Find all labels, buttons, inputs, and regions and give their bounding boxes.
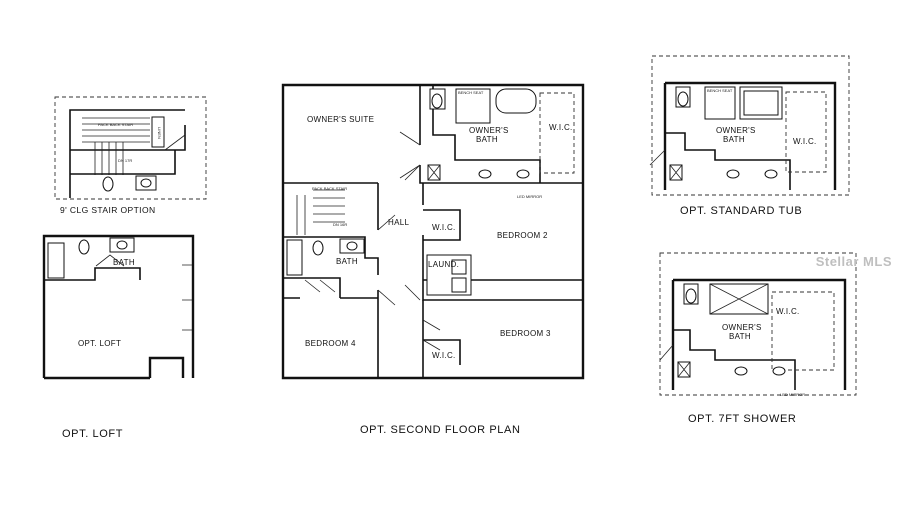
main-stair-note: PACK BACK STAIR xyxy=(312,186,347,191)
opt-loft-room-label: OPT. LOFT xyxy=(78,339,121,348)
seven-ft-shower-plan: OWNER'S BATH W.I.C. LED MIRROR OPT. 7FT … xyxy=(659,252,857,425)
bedroom-4-label: BEDROOM 4 xyxy=(305,339,356,348)
opt-loft-caption: OPT. LOFT xyxy=(62,428,123,440)
bath-label: BATH xyxy=(336,257,358,266)
bed3-wic-label: W.I.C. xyxy=(432,351,456,360)
sink-icon xyxy=(726,169,740,179)
main-stair-dn: DN 16R xyxy=(333,222,347,227)
hall-label: HALL xyxy=(388,218,409,227)
standard-tub-caption: OPT. STANDARD TUB xyxy=(680,205,802,217)
bench-seat-label: BENCH SEAT xyxy=(458,90,484,95)
bed2-wic-label: W.I.C. xyxy=(432,223,456,232)
std-owners-bath-label-2: BATH xyxy=(723,135,745,144)
std-wic-label: W.I.C. xyxy=(793,137,817,146)
bedroom-2-label: BEDROOM 2 xyxy=(497,231,548,240)
shower-owners-bath-label: OWNER'S xyxy=(722,323,762,332)
stair-note-label: PACK BACK STAIR xyxy=(98,122,133,127)
bedroom-3-label: BEDROOM 3 xyxy=(500,329,551,338)
stair-option-caption: 9' CLG STAIR OPTION xyxy=(60,205,156,215)
std-owners-bath-label: OWNER'S xyxy=(716,126,756,135)
loft-bath-label: BATH xyxy=(113,258,135,267)
tub-icon xyxy=(47,242,65,279)
shower-owners-bath-label-2: BATH xyxy=(729,332,751,341)
owners-bath-label: OWNER'S xyxy=(469,126,509,135)
sink-icon xyxy=(764,169,778,179)
seven-ft-shower-caption: OPT. 7FT SHOWER xyxy=(688,413,796,425)
toilet-icon xyxy=(312,240,324,256)
second-floor-plan: BENCH SEAT OWNER'S BATH W.I.C. LED MIRRO… xyxy=(281,83,585,436)
tub-icon xyxy=(495,88,537,114)
sink-icon xyxy=(516,169,530,179)
bench-seat-label-2: BENCH SEAT xyxy=(707,88,733,93)
sink-icon xyxy=(772,366,786,376)
linen-label: LINEN xyxy=(157,127,162,139)
stair-option-plan: LINEN PACK BACK STAIR DN 17R 9' CLG STAI… xyxy=(54,96,207,215)
owners-suite-label: OWNER'S SUITE xyxy=(307,115,374,124)
stair-dn-label: DN 17R xyxy=(118,158,132,163)
sink-icon xyxy=(734,366,748,376)
owners-wic-label: W.I.C. xyxy=(549,123,573,132)
owners-bath-label-2: BATH xyxy=(476,135,498,144)
shower-led-mirror-label: LED MIRROR xyxy=(780,392,805,397)
toilet-icon xyxy=(102,176,114,192)
tub-icon xyxy=(286,239,303,276)
shower-wic-label: W.I.C. xyxy=(776,307,800,316)
sink-icon xyxy=(478,169,492,179)
toilet-icon xyxy=(78,239,90,255)
second-floor-caption: OPT. SECOND FLOOR PLAN xyxy=(360,424,521,436)
opt-loft-plan: BATH OPT. LOFT OPT. LOFT xyxy=(42,234,195,440)
standard-tub-plan: BENCH SEAT OWNER'S BATH W.I.C. OPT. STAN… xyxy=(649,55,850,217)
led-mirror-label: LED MIRROR xyxy=(517,194,542,199)
laundry-label: LAUND. xyxy=(428,260,459,269)
watermark-text: Stellar MLS xyxy=(815,254,892,269)
